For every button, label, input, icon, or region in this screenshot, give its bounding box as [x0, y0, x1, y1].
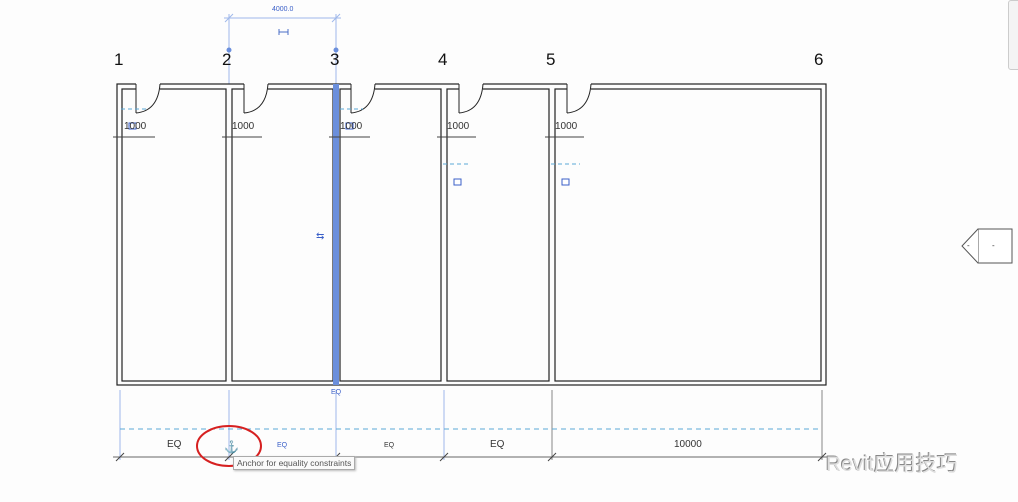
side-panel[interactable]: [1008, 0, 1018, 70]
door-dimension[interactable]: 1000: [232, 121, 255, 132]
lock-icons: [128, 122, 570, 186]
grid-label-3: 3: [330, 50, 340, 69]
grid-label-6: 6: [814, 50, 824, 69]
selected-wall: [333, 84, 339, 385]
door-dimension[interactable]: 1000: [555, 121, 578, 132]
dimension-segment[interactable]: EQ: [277, 442, 288, 449]
grid-label-5: 5: [546, 50, 556, 69]
door-dimension[interactable]: 1000: [447, 121, 470, 132]
wall-eq-label[interactable]: EQ: [331, 389, 342, 396]
dimension-segment[interactable]: EQ: [167, 439, 182, 450]
watermark: Revit应用技巧: [826, 453, 958, 476]
flip-arrows-icon: ⇆: [316, 231, 324, 242]
highlight-circle: [196, 425, 262, 467]
anchor-icon: ⚓: [224, 440, 239, 454]
walls: [116, 83, 827, 386]
door-dimension[interactable]: 1000: [340, 121, 363, 132]
elevation-marker: [961, 228, 1013, 264]
doors: [135, 82, 592, 114]
elevation-marker-left[interactable]: -: [967, 241, 970, 250]
equality-toggle-icon: [278, 29, 289, 35]
dimension-segment[interactable]: EQ: [384, 442, 395, 449]
elevation-marker-right[interactable]: -: [992, 241, 995, 250]
top-dimension-value[interactable]: 4000.0: [272, 6, 294, 13]
dimension-segment[interactable]: EQ: [490, 439, 505, 450]
grid-label-1: 1: [114, 50, 124, 69]
door-dimension[interactable]: 1000: [124, 121, 147, 132]
grid-label-4: 4: [438, 50, 448, 69]
grid-label-2: 2: [222, 50, 232, 69]
dimension-segment[interactable]: 10000: [674, 439, 702, 450]
tooltip: Anchor for equality constraints: [233, 456, 356, 470]
